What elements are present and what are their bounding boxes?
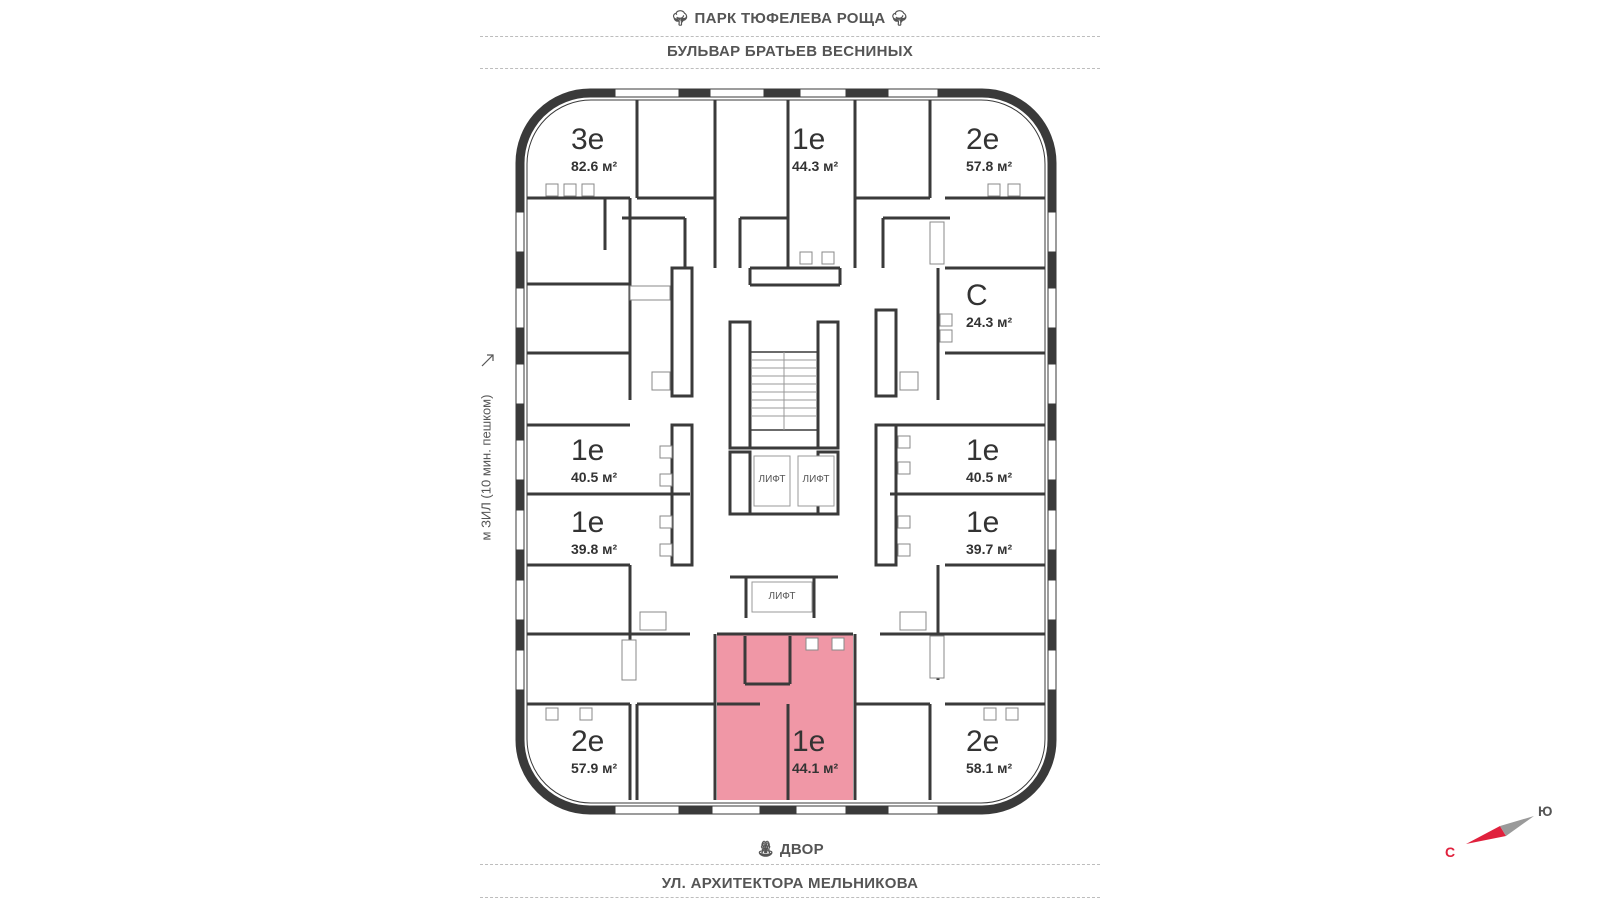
divider xyxy=(480,897,1100,898)
apartment-3e[interactable]: 3е 82.6 м² xyxy=(571,125,617,175)
apartment-type: 1е xyxy=(966,506,1000,539)
apartment-2e[interactable]: 2е 57.9 м² xyxy=(571,727,617,777)
bottom-street-label: УЛ. АРХИТЕКТОРА МЕЛЬНИКОВА xyxy=(661,875,919,892)
lift-cabin xyxy=(751,581,813,613)
yard-label: ⛲︎ ДВОР xyxy=(756,841,824,858)
apartment-area: 44.1 м² xyxy=(792,760,839,776)
apartment-1e-selected[interactable]: 1е 44.1 м² xyxy=(792,727,838,777)
boulevard-label: БУЛЬВАР БРАТЬЕВ ВЕСНИНЫХ xyxy=(666,43,914,60)
divider xyxy=(480,36,1100,37)
apartment-area: 44.3 м² xyxy=(792,158,839,174)
interior-walls xyxy=(527,100,1045,800)
divider xyxy=(480,864,1100,865)
apartment-area: 40.5 м² xyxy=(571,469,618,485)
apartment-area: 40.5 м² xyxy=(966,469,1013,485)
compass-icon xyxy=(1466,816,1534,844)
lift-label: ЛИФТ xyxy=(802,474,830,485)
apartment-type: 1е xyxy=(792,725,826,758)
lift-cabin xyxy=(753,455,791,507)
apartment-type: 1е xyxy=(966,434,1000,467)
arrow-icon xyxy=(481,354,494,367)
apartment-type: 2е xyxy=(966,123,1000,156)
selected-apartment-fill xyxy=(717,634,853,800)
tree-icon: 🌳︎ xyxy=(670,10,691,27)
apartment-1e[interactable]: 1е 40.5 м² xyxy=(571,436,617,486)
tree-icon: 🌳︎ xyxy=(889,10,910,27)
apartment-area: 39.8 м² xyxy=(571,541,618,557)
apartment-type: 3е xyxy=(571,123,605,156)
apartment-studio[interactable]: С 24.3 м² xyxy=(966,281,1012,331)
park-label: 🌳︎ ПАРК ТЮФЕЛЕВА РОЩА 🌳︎ xyxy=(670,10,910,27)
lift-label: ЛИФТ xyxy=(758,474,786,485)
apartment-type: 2е xyxy=(571,725,605,758)
lift-cabin xyxy=(797,455,835,507)
staircase xyxy=(752,352,816,430)
apartment-area: 57.8 м² xyxy=(966,158,1013,174)
apartment-type: 1е xyxy=(571,434,605,467)
apartment-area: 39.7 м² xyxy=(966,541,1013,557)
apartment-1e[interactable]: 1е 39.8 м² xyxy=(571,508,617,558)
compass-south: Ю xyxy=(1538,803,1553,819)
fixtures xyxy=(545,183,1021,721)
apartment-type: 1е xyxy=(571,506,605,539)
apartment-1e[interactable]: 1е 39.7 м² xyxy=(966,508,1012,558)
apartment-2e[interactable]: 2е 58.1 м² xyxy=(966,727,1012,777)
apartment-type: 2е xyxy=(966,725,1000,758)
apartment-area: 58.1 м² xyxy=(966,760,1013,776)
apartment-type: С xyxy=(966,279,988,312)
apartment-2e[interactable]: 2е 57.8 м² xyxy=(966,125,1012,175)
apartment-type: 1е xyxy=(792,123,826,156)
playground-icon: ⛲︎ xyxy=(756,841,776,858)
apartment-1e[interactable]: 1е 40.5 м² xyxy=(966,436,1012,486)
apartment-area: 24.3 м² xyxy=(966,314,1013,330)
divider xyxy=(480,68,1100,69)
compass-north: С xyxy=(1445,844,1456,860)
windows xyxy=(515,88,1057,815)
apartment-area: 82.6 м² xyxy=(571,158,618,174)
apartment-1e[interactable]: 1е 44.3 м² xyxy=(792,125,838,175)
apartment-area: 57.9 м² xyxy=(571,760,618,776)
lift-label: ЛИФТ xyxy=(768,591,796,602)
